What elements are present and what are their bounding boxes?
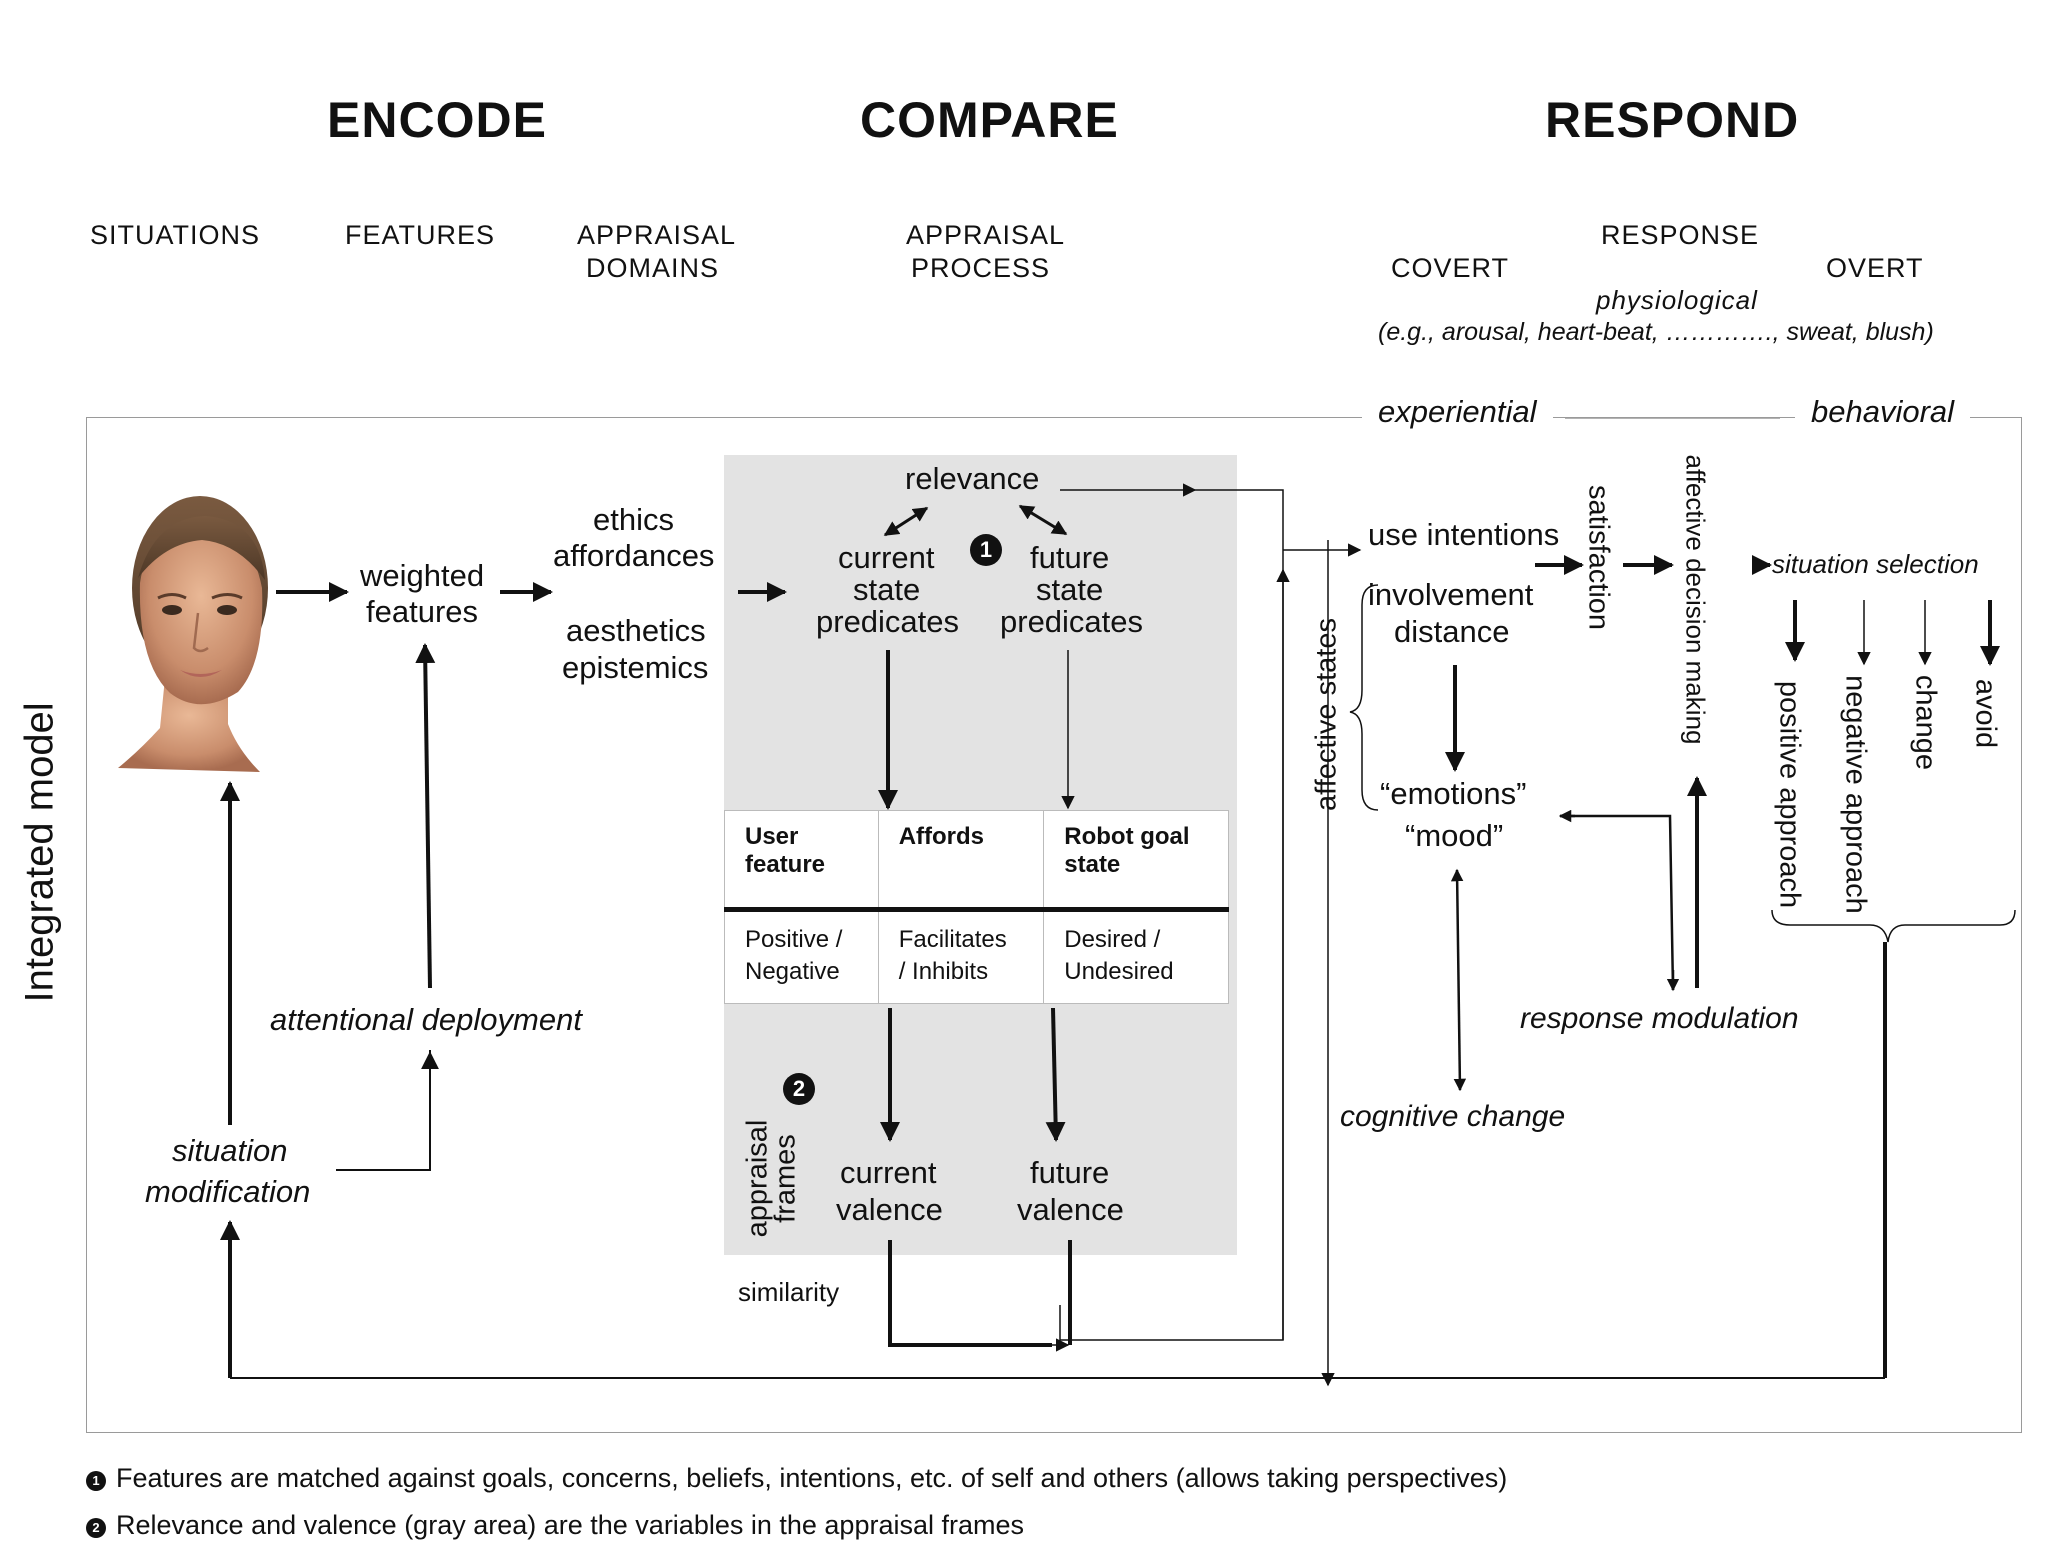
- use-intentions: use intentions: [1368, 517, 1560, 552]
- footnote-1-text: Features are matched against goals, conc…: [116, 1463, 1508, 1493]
- similarity: similarity: [738, 1277, 840, 1307]
- caption-response: RESPONSE: [1601, 220, 1760, 250]
- future-state-line1: future: [1030, 540, 1110, 575]
- situation-modification-line2: modification: [145, 1174, 311, 1209]
- header-respond: RESPOND: [1545, 92, 1800, 148]
- caption-appraisal-process-1: APPRAISAL: [906, 220, 1066, 250]
- response-modulation: response modulation: [1520, 1002, 1799, 1035]
- face-avatar: [118, 496, 268, 772]
- cognitive-change: cognitive change: [1340, 1100, 1566, 1133]
- caption-situations: SITUATIONS: [90, 220, 261, 250]
- emotions: “emotions”: [1380, 776, 1527, 811]
- caption-features: FEATURES: [345, 220, 496, 250]
- footnote-2: 2 Relevance and valence (gray area) are t…: [86, 1510, 1024, 1541]
- badge-2: 2: [783, 1073, 815, 1105]
- domain-ethics: ethics: [593, 502, 674, 537]
- relevance: relevance: [905, 461, 1040, 496]
- domain-affordances: affordances: [553, 538, 715, 573]
- badge-1: 1: [970, 534, 1002, 566]
- current-state-line3: predicates: [816, 604, 960, 639]
- situation-selection: situation selection: [1772, 549, 1979, 579]
- situation-modification-line1: situation: [172, 1133, 288, 1168]
- caption-appraisal-process-2: PROCESS: [911, 253, 1051, 283]
- attentional-deployment: attentional deployment: [270, 1002, 582, 1037]
- future-valence-line2: valence: [1017, 1192, 1124, 1227]
- caption-appraisal-domains-2: DOMAINS: [586, 253, 720, 283]
- footnote-1-badge: 1: [86, 1471, 106, 1491]
- current-valence-line1: current: [840, 1155, 937, 1190]
- table-cell-facilitates-inhibits: Facilitates/ Inhibits: [877, 909, 1045, 1004]
- table-cell-desired-undesired: Desired /Undesired: [1043, 909, 1229, 1004]
- footnote-2-badge: 2: [86, 1518, 106, 1538]
- distance: distance: [1394, 614, 1510, 649]
- future-state-line2: state: [1036, 572, 1104, 607]
- label-behavioral: behavioral: [1795, 394, 1971, 430]
- current-valence-line2: valence: [836, 1192, 943, 1227]
- label-experiential: experiential: [1362, 394, 1553, 430]
- integrated-model-frame: [86, 417, 2022, 1433]
- weighted-features-line2: features: [366, 594, 479, 629]
- footnote-2-text: Relevance and valence (gray area) are th…: [116, 1510, 1024, 1540]
- caption-covert: COVERT: [1391, 253, 1510, 283]
- domain-epistemics: epistemics: [562, 650, 709, 685]
- header-encode: ENCODE: [327, 92, 547, 148]
- caption-overt: OVERT: [1826, 253, 1924, 283]
- table-cell-positive-negative: Positive /Negative: [724, 909, 879, 1004]
- table-header-affords: Affords: [877, 810, 1045, 912]
- current-state-line2: state: [853, 572, 921, 607]
- involvement: involvement: [1368, 577, 1534, 612]
- future-state-line3: predicates: [1000, 604, 1144, 639]
- current-state-line1: current: [838, 540, 935, 575]
- caption-physiological-examples: (e.g., arousal, heart-beat, …………., sweat…: [1378, 318, 1934, 346]
- caption-appraisal-domains-1: APPRAISAL: [577, 220, 737, 250]
- weighted-features-line1: weighted: [360, 558, 485, 593]
- mood: “mood”: [1405, 818, 1504, 853]
- domain-aesthetics: aesthetics: [566, 613, 706, 648]
- header-compare: COMPARE: [860, 92, 1119, 148]
- caption-physiological: physiological: [1596, 285, 1758, 315]
- footnote-1: 1 Features are matched against goals, con…: [86, 1463, 1507, 1494]
- future-valence-line1: future: [1030, 1155, 1110, 1190]
